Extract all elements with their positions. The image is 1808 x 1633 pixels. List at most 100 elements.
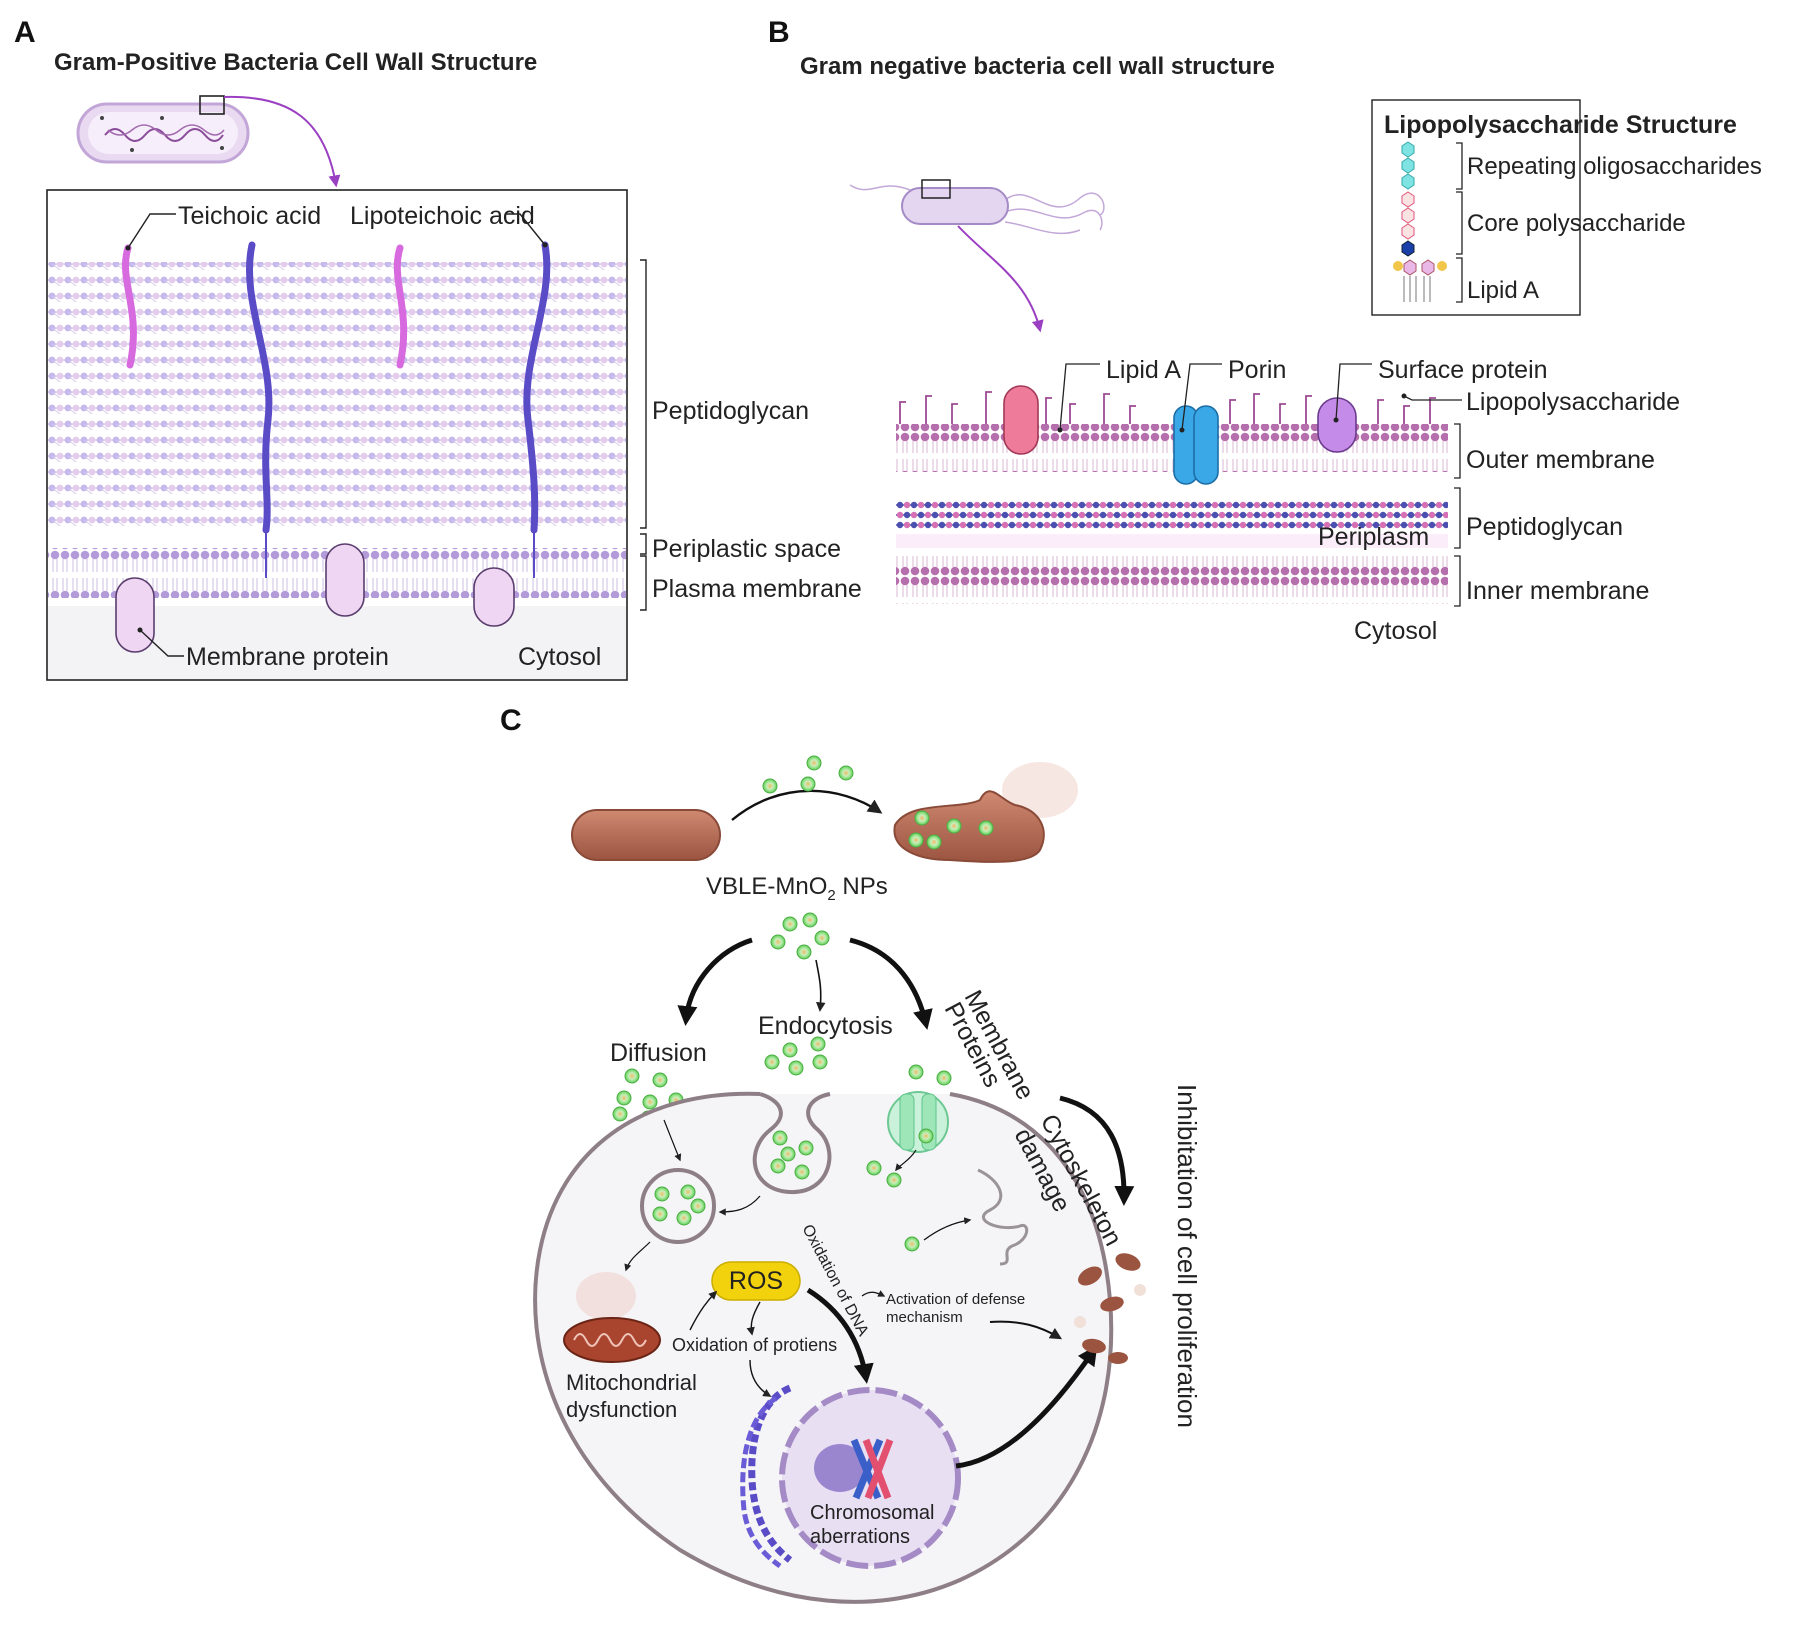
- label-outer-membrane: Outer membrane: [1466, 446, 1655, 474]
- label-activation-2: mechanism: [886, 1309, 963, 1326]
- bracket-peptidoglycan-a: [640, 259, 647, 529]
- panel-c-letter: C: [500, 704, 522, 737]
- arrow-nucleus-to-inhibition: [955, 1345, 1098, 1469]
- nanoparticles-channel: [866, 1128, 934, 1252]
- label-aberrations: aberrations: [810, 1526, 910, 1548]
- np-label-sub: 2: [827, 887, 835, 904]
- arrow-channel-inner: [895, 1149, 917, 1172]
- arrow-diffusion-inner: [663, 1119, 682, 1162]
- label-dysfunction: dysfunction: [566, 1397, 677, 1422]
- nucleus-icon: [740, 1384, 961, 1569]
- nanoparticles-cluster: [770, 912, 830, 960]
- label-cytosol-a: Cytosol: [518, 643, 601, 671]
- surface-protein-leader: [1335, 363, 1372, 421]
- bracket-core: [1456, 191, 1463, 255]
- periplasm-area: [896, 534, 1448, 548]
- label-lipopolysaccharide: Lipopolysaccharide: [1466, 388, 1680, 416]
- nanoparticles-pit: [770, 1130, 814, 1180]
- teichoic-acid-strand-2: [393, 244, 408, 369]
- porin-leader: [1181, 363, 1222, 431]
- label-inner-membrane: Inner membrane: [1466, 577, 1649, 605]
- panel-c: C VBLE-MnO2 NPs: [500, 704, 1202, 1604]
- healthy-bacterium-icon: [571, 809, 721, 861]
- label-peptidoglycan-a: Peptidoglycan: [652, 397, 809, 425]
- teichoic-leader-dot: [125, 245, 131, 251]
- panel-a: A Gram-Positive Bacteria Cell Wall Struc…: [14, 16, 862, 681]
- arrow-to-cytoskeleton: [923, 1217, 972, 1241]
- np-label-tail: NPs: [836, 873, 888, 900]
- teichoic-acid-strand-1: [122, 244, 137, 369]
- np-label: VBLE-MnO2 NPs: [706, 873, 888, 904]
- cytoskeleton-fiber: [977, 1168, 1029, 1266]
- arrow-mito-to-ros: [689, 1290, 718, 1331]
- lipoteichoic-leader-dot: [542, 242, 548, 248]
- lps-repeating-label: Repeating oligosaccharides: [1467, 153, 1762, 180]
- arrow-activation: [861, 1290, 886, 1297]
- label-lipoteichoic-acid: Lipoteichoic acid: [350, 202, 535, 230]
- lps-leader-dot: [1401, 393, 1407, 399]
- peptidoglycan-layer-a: [48, 262, 626, 530]
- porin-channel: [1173, 405, 1219, 485]
- lps-ticks: [899, 391, 1436, 424]
- arrow-vesicle-to-mito: [624, 1241, 651, 1272]
- lps-box-title: Lipopolysaccharide Structure: [1384, 111, 1737, 139]
- membrane-protein-leader: [139, 629, 184, 657]
- inner-membrane-bilayer: [896, 556, 1448, 604]
- gram-negative-bacterium-icon: [849, 179, 1105, 235]
- label-diffusion: Diffusion: [610, 1039, 707, 1067]
- label-mitochondrial: Mitochondrial: [566, 1370, 697, 1395]
- peptidoglycan-layer-b: [896, 500, 1448, 530]
- label-endocytosis: Endocytosis: [758, 1012, 893, 1040]
- panel-a-letter: A: [14, 16, 36, 49]
- ros-badge: [711, 1261, 801, 1301]
- bracket-outer: [1454, 423, 1461, 479]
- arrow-diffusion: [677, 937, 753, 1026]
- lps-chain-icon: [1393, 141, 1447, 302]
- arrow-activation-to-inhibition: [989, 1320, 1063, 1340]
- lps-lipid-a-label: Lipid A: [1467, 277, 1539, 304]
- zoom-arrow-b: [957, 225, 1044, 333]
- arrow-pit-to-vesicle: [718, 1195, 761, 1216]
- label-surface-protein: Surface protein: [1378, 356, 1548, 384]
- lipid-a-leader: [1059, 363, 1100, 431]
- membrane-protein-channel-icon: [887, 1091, 949, 1153]
- arrow-membrane-to-inhibition: [1059, 1095, 1135, 1206]
- gram-positive-bacterium-icon: [76, 95, 250, 164]
- membrane-protein-leader-dot: [137, 627, 143, 633]
- label-teichoic-acid: Teichoic acid: [178, 202, 321, 230]
- lipoteichoic-leader: [506, 213, 546, 246]
- ros-label: ROS: [729, 1267, 783, 1295]
- outer-membrane-bilayer: [896, 424, 1448, 472]
- lipid-a-leader-dot: [1057, 427, 1063, 433]
- label-plasma-membrane: Plasma membrane: [652, 575, 862, 603]
- bracket-periplastic: [640, 533, 647, 555]
- porin-leader-dot: [1179, 427, 1185, 433]
- label-periplastic-space: Periplastic space: [652, 535, 841, 563]
- arrow-protein-to-nucleus: [749, 1359, 772, 1397]
- label-membrane-protein: Membrane protein: [186, 643, 389, 671]
- arrow-ros-down: [746, 1301, 761, 1336]
- damaged-bacterium-icon: [893, 762, 1078, 863]
- np-label-main: VBLE-MnO: [706, 873, 827, 900]
- label-activation-1: Activation of defense: [886, 1291, 1025, 1308]
- zoom-arrow-a: [223, 95, 341, 188]
- label-peptidoglycan-b: Peptidoglycan: [1466, 513, 1623, 541]
- arrow-endocytosis: [815, 959, 826, 1012]
- nanoparticles-vesicle: [652, 1184, 706, 1226]
- panel-b: B Gram negative bacteria cell wall struc…: [768, 16, 1762, 645]
- lipoteichoic-acid-strand-2: [523, 241, 551, 534]
- lps-core-label: Core polysaccharide: [1467, 210, 1686, 237]
- dead-bacteria-icon: [1074, 1253, 1146, 1364]
- membrane-protein-2: [325, 543, 365, 617]
- bracket-repeating: [1456, 142, 1463, 190]
- lps-leader: [1403, 395, 1462, 401]
- label-porin: Porin: [1228, 356, 1286, 384]
- bracket-lipid-a-box: [1456, 257, 1463, 303]
- lps-structure-box: [1371, 99, 1581, 316]
- panel-b-title: Gram negative bacteria cell wall structu…: [800, 53, 1275, 80]
- arrow-membrane-proteins: [849, 937, 933, 1030]
- label-cytosol-b: Cytosol: [1354, 617, 1437, 645]
- mitochondria-icon: [563, 1272, 661, 1363]
- teichoic-leader: [127, 213, 176, 249]
